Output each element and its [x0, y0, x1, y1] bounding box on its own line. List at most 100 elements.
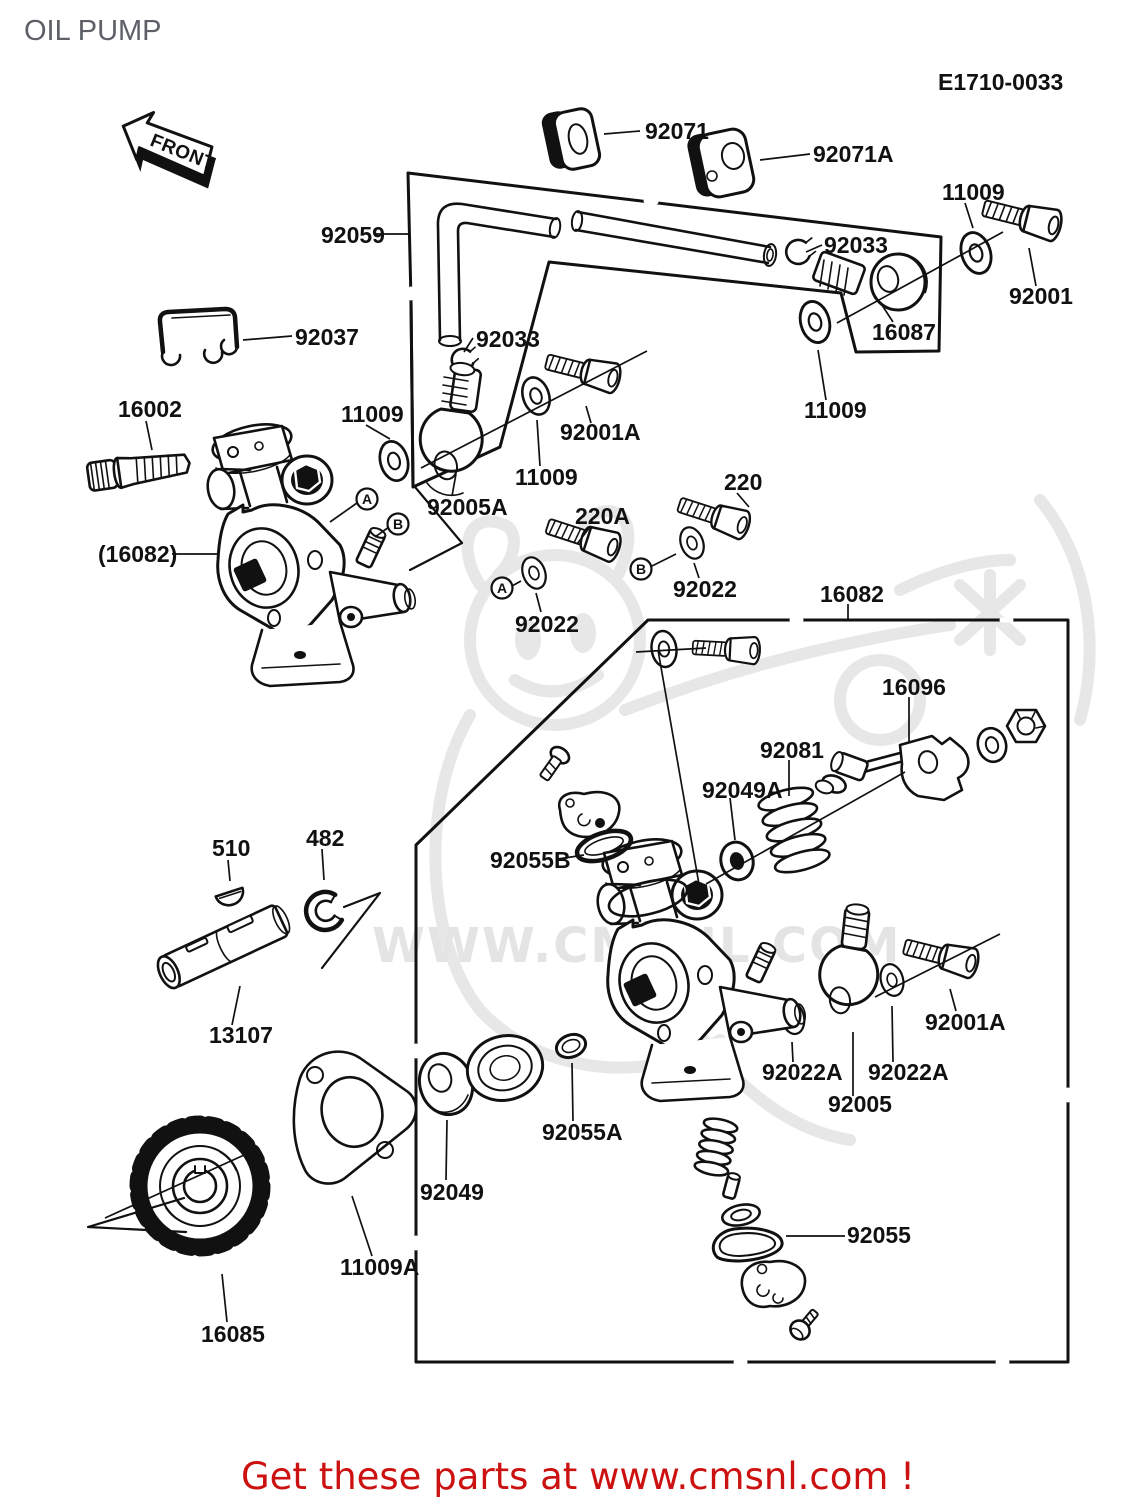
washer-11009 [374, 436, 414, 486]
hose-clamp [785, 237, 817, 266]
woodruff-key-510 [214, 886, 245, 907]
gear-16085 [129, 1115, 271, 1257]
part-label-11009: 11009 [942, 179, 1005, 205]
oil-seal-92049A [719, 840, 755, 882]
part-label-92055A: 92055A [542, 1119, 623, 1145]
actuator-16096 [814, 708, 1047, 802]
leader-line [657, 649, 701, 891]
leader-line [221, 1273, 228, 1323]
o-ring-92055A [554, 1032, 588, 1060]
washer-11009 [954, 227, 998, 279]
page-title: OIL PUMP [24, 15, 162, 47]
direction-arrow [408, 485, 464, 572]
washer-92022 [674, 522, 710, 564]
ref-marker-circle [355, 487, 379, 511]
banjo-16087 [812, 250, 928, 312]
relief-valve-set [693, 1117, 819, 1341]
part-label-16002: 16002 [118, 396, 182, 422]
leader-line [817, 349, 827, 401]
leader-line [227, 859, 231, 882]
leader-line [351, 1195, 373, 1257]
leader-line [791, 1041, 794, 1063]
watermark-eye [570, 613, 596, 653]
part-label-11009A: 11009A [340, 1254, 419, 1280]
leader-line [535, 592, 542, 613]
leader-line [736, 492, 750, 508]
leader-line [420, 350, 648, 469]
leader-line [511, 580, 522, 587]
leader-line [891, 1005, 894, 1063]
part-label-92055: 92055 [847, 1222, 911, 1248]
part-label-16085: 16085 [201, 1321, 265, 1347]
leader-line [585, 405, 592, 424]
clip-92037 [157, 306, 240, 367]
part-label-92005A: 92005A [427, 494, 508, 520]
cover-set-92055B [539, 745, 634, 864]
ref-marker-circle [386, 512, 410, 536]
part-label-92033: 92033 [476, 326, 540, 352]
labels-layer: 9207192071A11009920019203316087920599203… [86, 118, 1073, 1347]
part-label-92001A: 92001A [560, 419, 641, 445]
part-label-92033: 92033 [824, 232, 888, 258]
edge-dashes [408, 198, 1071, 1365]
part-label-220A: 220A [575, 503, 630, 529]
part-label-92059: 92059 [321, 222, 385, 248]
part-label-92022: 92022 [515, 611, 579, 637]
banjo-92005 [818, 903, 880, 1015]
pump-cover-gasket [607, 878, 689, 918]
leader-line [145, 420, 153, 451]
leader-line [879, 301, 894, 323]
part-label-(16082): (16082) [98, 541, 177, 567]
leader-line [964, 202, 974, 229]
leader-line [329, 502, 358, 523]
snap-ring-482 [303, 889, 345, 933]
part-label-92022A: 92022A [868, 1059, 949, 1085]
oil-hose [436, 202, 778, 347]
part-label-92049A: 92049A [702, 777, 783, 803]
part-label-16087: 16087 [872, 319, 936, 345]
part-label-16096: 16096 [882, 674, 946, 700]
bolt-92001A [899, 930, 983, 981]
ref-marker-circle [629, 557, 653, 581]
leader-line [365, 424, 391, 440]
ref-marker-A: A [497, 580, 507, 596]
leader-line [576, 526, 591, 545]
grommet-92071 [541, 107, 602, 171]
part-label-92049: 92049 [420, 1179, 484, 1205]
part-label-510: 510 [212, 835, 250, 861]
ref-marker-A: A [362, 491, 372, 507]
leader-line [1028, 247, 1037, 287]
leader-line [949, 988, 957, 1012]
grommet-92071A [687, 127, 756, 199]
spring-92081 [757, 786, 831, 874]
leader-line [836, 231, 1004, 324]
part-label-92071: 92071 [645, 118, 709, 144]
direction-arrow [320, 891, 382, 970]
part-label-11009: 11009 [515, 464, 578, 490]
part-label-11009: 11009 [341, 401, 404, 427]
leader-line [705, 771, 906, 885]
shaft-13107 [156, 904, 291, 990]
seal-92049-cluster [417, 1034, 545, 1117]
part-label-92071A: 92071A [813, 141, 894, 167]
part-label-92081: 92081 [760, 737, 824, 763]
leader-line [805, 244, 823, 253]
part-label-16082: 16082 [820, 581, 884, 607]
direction-arrow [86, 1196, 188, 1234]
part-label-92001A: 92001A [925, 1009, 1006, 1035]
banjo-92005A [418, 361, 484, 497]
leader-line [463, 337, 474, 353]
part-label-92005: 92005 [828, 1091, 892, 1117]
leader-line [603, 130, 641, 135]
leader-line [635, 647, 707, 653]
leader-line [242, 335, 293, 341]
part-label-92037: 92037 [295, 324, 359, 350]
ref-marker-B: B [393, 516, 403, 532]
leader-line [104, 1150, 254, 1219]
leader-line [231, 985, 241, 1026]
leader-line [874, 933, 1001, 998]
watermark-eye [515, 620, 541, 660]
leader-line [374, 526, 390, 538]
